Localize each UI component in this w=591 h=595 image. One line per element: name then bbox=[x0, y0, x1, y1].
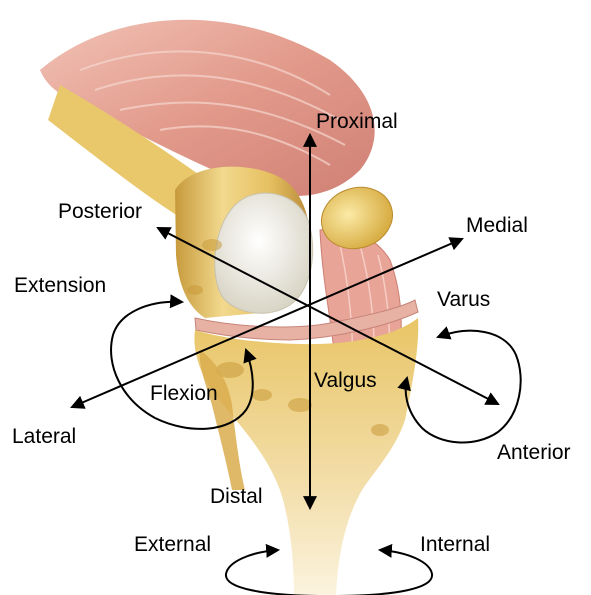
label-posterior: Posterior bbox=[58, 200, 142, 223]
label-anterior: Anterior bbox=[497, 441, 571, 464]
knee-illustration bbox=[40, 20, 418, 595]
label-distal: Distal bbox=[210, 485, 263, 508]
label-varus: Varus bbox=[437, 288, 490, 311]
label-extension: Extension bbox=[14, 274, 106, 297]
label-internal: Internal bbox=[420, 533, 490, 556]
label-valgus: Valgus bbox=[314, 369, 377, 392]
label-medial: Medial bbox=[466, 214, 528, 237]
label-lateral: Lateral bbox=[12, 425, 76, 448]
label-external: External bbox=[134, 533, 211, 556]
label-proximal: Proximal bbox=[316, 110, 398, 133]
label-flexion: Flexion bbox=[150, 382, 218, 405]
femoral-cartilage bbox=[215, 193, 313, 313]
